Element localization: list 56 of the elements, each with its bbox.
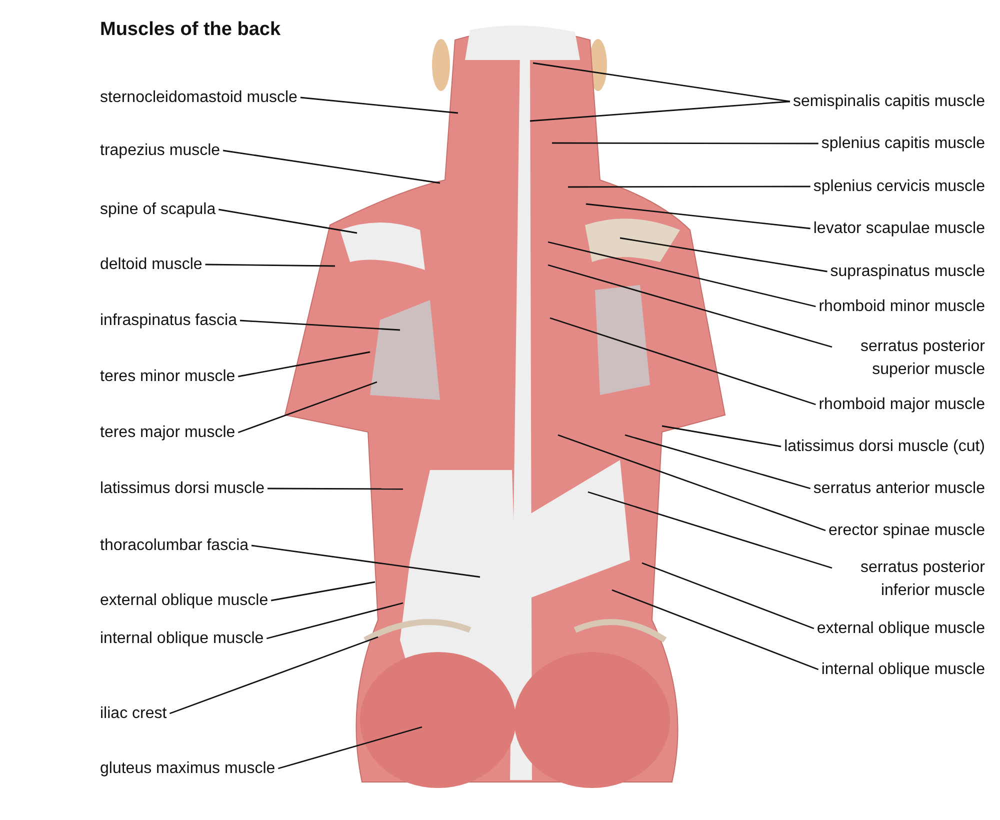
leader-line (548, 264, 832, 348)
part-label: iliac crest (100, 702, 167, 725)
part-label: latissimus dorsi muscle (100, 477, 264, 500)
leader-line (222, 150, 440, 184)
part-label: serratus posterior superior muscle (835, 335, 985, 381)
leader-line (300, 96, 458, 114)
leader-line (588, 491, 832, 569)
leader-line (270, 581, 376, 602)
leader-line (240, 320, 400, 331)
leader-line (278, 726, 422, 770)
leader-line (558, 434, 826, 532)
part-label: deltoid muscle (100, 253, 202, 276)
part-label: thoracolumbar fascia (100, 534, 249, 557)
part-label: teres major muscle (100, 421, 236, 444)
leader-line (568, 186, 810, 188)
leader-line (548, 241, 816, 308)
part-label: external oblique muscle (816, 617, 985, 640)
part-label: splenius capitis muscle (821, 132, 985, 155)
part-label: serratus posterior inferior muscle (835, 556, 985, 602)
part-label: internal oblique muscle (100, 627, 264, 650)
leader-line (238, 351, 370, 378)
leader-line (550, 317, 816, 406)
leader-line (586, 203, 810, 230)
leader-line (662, 425, 782, 448)
part-label: rhomboid minor muscle (818, 295, 985, 318)
diagram-title: Muscles of the back (100, 19, 281, 41)
part-label: semispinalis capitis muscle (792, 90, 985, 113)
part-label: infraspinatus fascia (100, 309, 237, 332)
leader-line (642, 562, 814, 630)
part-label: spine of scapula (100, 198, 216, 221)
leader-line (620, 237, 828, 272)
leader-line (205, 264, 335, 267)
part-label: splenius cervicis muscle (813, 175, 985, 198)
part-label: levator scapulae muscle (813, 217, 985, 240)
leader-line (238, 381, 378, 434)
part-label: gluteus maximus muscle (100, 757, 276, 780)
part-label: latissimus dorsi muscle (cut) (784, 435, 985, 458)
part-label: rhomboid major muscle (818, 393, 985, 416)
part-label: sternocleidomastoid muscle (100, 86, 298, 109)
part-label: erector spinae muscle (828, 519, 985, 542)
leader-line (552, 142, 818, 144)
part-label: external oblique muscle (100, 589, 268, 612)
leader-line (267, 488, 403, 490)
leader-line (251, 544, 480, 578)
part-label: serratus anterior muscle (813, 477, 985, 500)
leader-line (624, 434, 811, 490)
leader-line (266, 602, 404, 640)
leader-line (532, 62, 790, 102)
leader-line (530, 100, 790, 122)
part-label: internal oblique muscle (821, 658, 985, 681)
leader-line (612, 589, 819, 670)
part-label: trapezius muscle (100, 139, 220, 162)
part-label: teres minor muscle (100, 365, 236, 388)
part-label: supraspinatus muscle (830, 260, 985, 283)
leader-line (169, 636, 378, 714)
leader-line (218, 208, 358, 234)
